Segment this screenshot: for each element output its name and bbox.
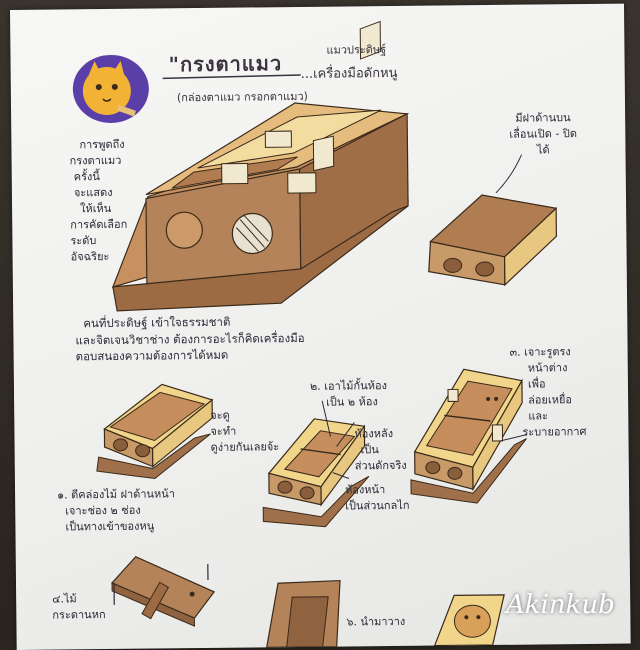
left-note-line: อัจฉริยะ bbox=[71, 248, 128, 265]
middle-line: และจิตเจนวิชาช่าง ต้องการอะไรก็คิดเครื่อ… bbox=[75, 330, 304, 349]
step1-caption-line: เจาะช่อง ๒ ช่อง bbox=[65, 502, 175, 519]
poster-board: "กรงตาแมว แมวประดิษฐ์ ...เครื่องมือดักหน… bbox=[10, 4, 631, 650]
step3-caption-line: ๓. เจาะรูตรง bbox=[510, 344, 586, 361]
left-note-line: กรงตาแมว bbox=[70, 153, 127, 170]
step4-seesaw-drawing bbox=[112, 556, 215, 627]
middle-paragraph: คนที่ประดิษฐ์ เข้าใจธรรมชาติ และจิตเจนวิ… bbox=[75, 313, 305, 365]
left-note-line: การคัดเลือก bbox=[70, 216, 127, 233]
poster-title-top-note: แมวประดิษฐ์ bbox=[326, 40, 386, 59]
step2-front-line: ห้องหน้า bbox=[345, 482, 409, 499]
right-note-line: มีฝาด้านบน bbox=[509, 110, 577, 127]
step2-front-line: เป็นส่วนกลไก bbox=[345, 498, 409, 515]
watermark-text: Akinkub bbox=[506, 590, 615, 620]
left-note-line: ครั้งนี้ bbox=[74, 169, 127, 185]
left-note-line: ระดับ bbox=[70, 232, 127, 249]
poster-subtitle: (กล่องตาแมว กรอกตาแมว) bbox=[177, 87, 308, 106]
step3-caption-line: และ bbox=[528, 408, 586, 425]
step3-caption: ๓. เจาะรูตรง หน้าต่าง เพื่อ ล่อยเหยื่อ แ… bbox=[510, 344, 587, 440]
left-note-line: ให้เห็น bbox=[80, 201, 127, 217]
step2-caption-line: ๒. เอาไม้กั้นห้อง bbox=[310, 378, 387, 395]
step3-caption-line: หน้าต่าง bbox=[528, 360, 586, 377]
step1-box-drawing bbox=[96, 384, 213, 479]
step2-back-note: ห้องหลัง เป็น ส่วนดักจริง bbox=[354, 426, 406, 474]
right-note-line: เลื่อนเปิด - ปิด bbox=[509, 126, 577, 143]
middle-line: ตอบสนองความต้องการได้หมด bbox=[76, 346, 305, 365]
step6-caption: ๖. นำมาวาง bbox=[346, 614, 405, 631]
cat-logo-icon bbox=[72, 55, 149, 124]
step4-caption-line: กระดานหก bbox=[52, 607, 105, 623]
step1-note-line: จะดู bbox=[210, 407, 279, 424]
step3-caption-line: ล่อยเหยื่อ bbox=[528, 392, 586, 409]
step1-note-line: จะทำ bbox=[210, 423, 279, 440]
step2-caption: ๒. เอาไม้กั้นห้อง เป็น ๒ ห้อง bbox=[310, 378, 387, 411]
closed-box-drawing bbox=[428, 194, 557, 285]
left-note-line: การพูดถึง bbox=[79, 137, 126, 153]
step3-caption-line: ระบายอากาศ bbox=[522, 424, 586, 441]
step2-front-note: ห้องหน้า เป็นส่วนกลไก bbox=[345, 482, 410, 515]
step5-box-drawing bbox=[266, 581, 341, 648]
poster-title-suffix: ...เครื่องมือดักหนู bbox=[301, 62, 398, 84]
step2-caption-line: เป็น ๒ ห้อง bbox=[326, 394, 387, 411]
step1-note-line: ดูง่ายกันเลยจ้ะ bbox=[211, 439, 280, 456]
right-note-line: ได้ bbox=[509, 142, 577, 159]
step4-caption: ๔.ไม้ กระดานหก bbox=[52, 591, 106, 623]
step2-back-line: เป็น bbox=[361, 442, 407, 458]
step6-cat-box-drawing bbox=[434, 595, 505, 646]
step4-caption-line: ๔.ไม้ bbox=[52, 591, 105, 607]
step1-caption-line: ๑. ตีคล่องไม้ ฝาด้านหน้า bbox=[57, 486, 175, 503]
step2-back-line: ส่วนดักจริง bbox=[355, 458, 407, 474]
poster-title: "กรงตาแมว bbox=[168, 47, 282, 80]
left-note: การพูดถึง กรงตาแมว ครั้งนี้ จะแสดง ให้เห… bbox=[69, 137, 127, 265]
right-note: มีฝาด้านบน เลื่อนเปิด - ปิด ได้ bbox=[509, 110, 577, 159]
left-note-line: จะแสดง bbox=[74, 185, 127, 201]
step1-caption-line: เป็นทางเข้าของหนู bbox=[65, 518, 175, 535]
step1-caption: ๑. ตีคล่องไม้ ฝาด้านหน้า เจาะช่อง ๒ ช่อง… bbox=[57, 486, 175, 535]
step3-caption-line: เพื่อ bbox=[528, 376, 586, 393]
step1-note: จะดู จะทำ ดูง่ายกันเลยจ้ะ bbox=[210, 407, 279, 456]
step2-back-line: ห้องหลัง bbox=[354, 426, 406, 442]
